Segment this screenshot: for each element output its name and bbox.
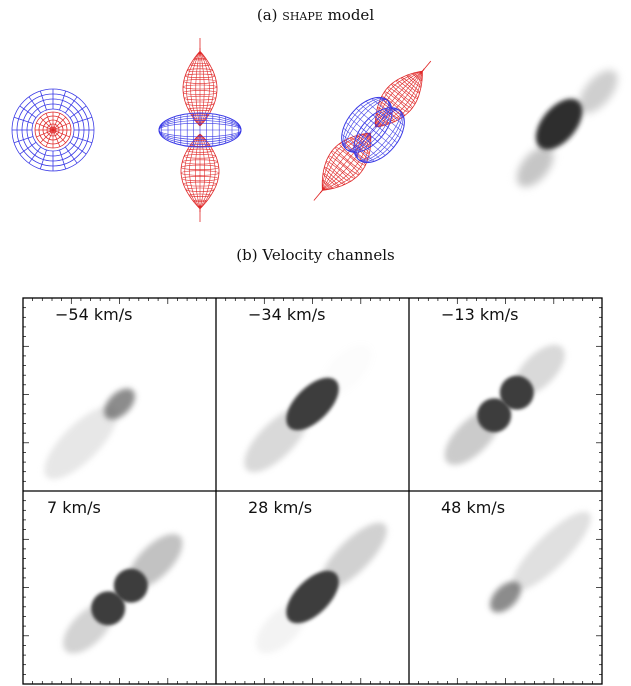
velocity-label: −34 km/s bbox=[248, 305, 325, 324]
velocity-channels-grid: −54 km/s −34 km/s −13 km/s 7 km/s 28 km/s 48 … bbox=[22, 297, 603, 685]
caption-b: (b) Velocity channels bbox=[236, 246, 395, 264]
pole-on-wireframe-icon bbox=[11, 88, 95, 172]
velocity-label: −54 km/s bbox=[55, 305, 132, 324]
edge-on-wireframe-icon bbox=[158, 38, 242, 222]
rendered-model-icon bbox=[516, 70, 618, 187]
velocity-channel-panel: 28 km/s bbox=[248, 498, 387, 654]
velocity-label: −13 km/s bbox=[441, 305, 518, 324]
inclined-wireframe-icon bbox=[313, 60, 432, 201]
velocity-channel-panel: −13 km/s bbox=[441, 305, 565, 465]
velocity-channel-panel: 7 km/s bbox=[47, 498, 183, 654]
velocity-label: 48 km/s bbox=[441, 498, 505, 517]
shape-model-panel bbox=[11, 38, 618, 222]
velocity-channel-panel: −54 km/s bbox=[44, 305, 136, 480]
caption-a: (a) shape model bbox=[256, 6, 375, 24]
velocity-label: 7 km/s bbox=[47, 498, 101, 517]
velocity-channel-panel: −34 km/s bbox=[244, 305, 372, 473]
velocity-label: 28 km/s bbox=[248, 498, 312, 517]
velocity-channel-panel: 48 km/s bbox=[441, 498, 591, 613]
